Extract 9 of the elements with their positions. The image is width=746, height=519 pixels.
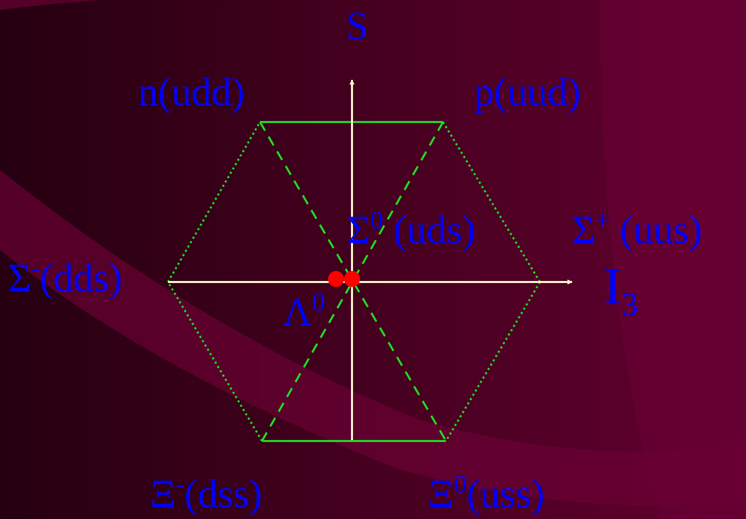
particle-label: p(uud) xyxy=(474,72,581,112)
axis-label: I$_{3}$ xyxy=(604,262,638,314)
particle-label: n(udd) xyxy=(138,72,245,112)
particle-label: Λ$^{0}$ xyxy=(283,292,326,332)
axis-label: S xyxy=(346,6,368,46)
particle-label: Ξ$^{-}$(dss) xyxy=(150,474,262,514)
particle-label: Σ$^{+}$ (uus) xyxy=(572,210,702,250)
particle-label: Σ$^{-}$(dds) xyxy=(8,258,122,298)
particle-label: Ξ$^{0}$(uss) xyxy=(428,474,545,514)
